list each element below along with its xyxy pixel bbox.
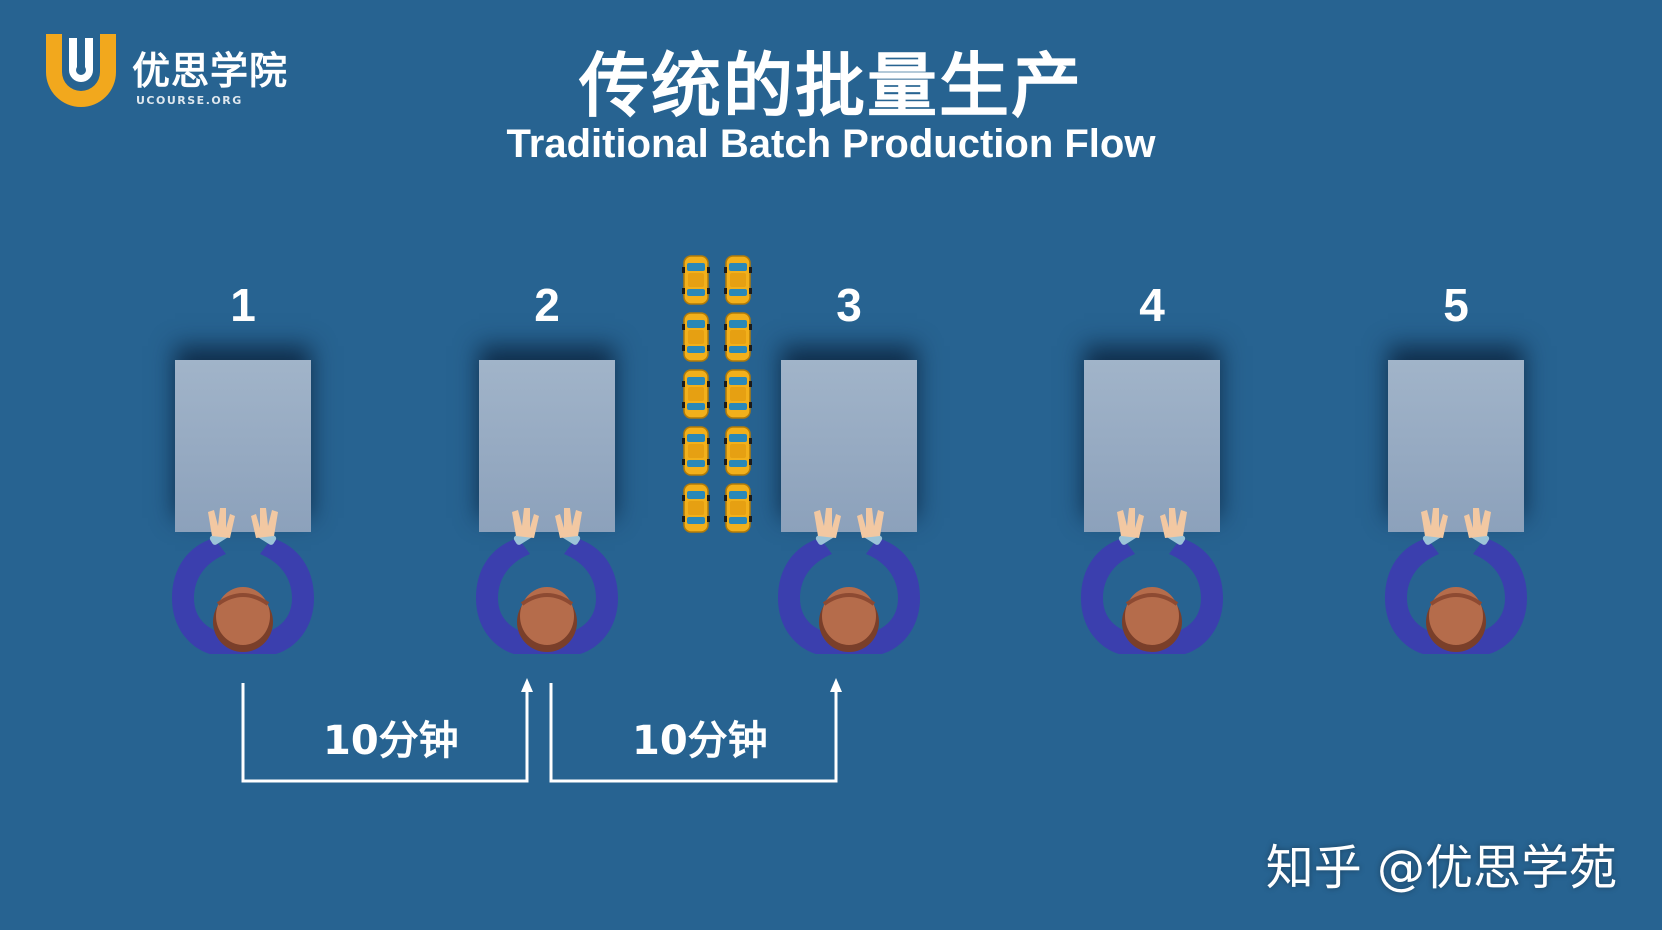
car-icon xyxy=(724,483,752,533)
workbench xyxy=(175,360,311,532)
station-number: 2 xyxy=(534,279,560,331)
logo: 优思学院 UCOURSE.ORG xyxy=(40,30,320,120)
car-icon xyxy=(682,426,710,476)
station-number: 5 xyxy=(1443,279,1469,331)
car-icon xyxy=(724,426,752,476)
logo-name-cn: 优思学院 xyxy=(132,49,289,93)
car-icon xyxy=(724,369,752,419)
workbench xyxy=(479,360,615,532)
car-icon xyxy=(682,483,710,533)
car-icon xyxy=(682,312,710,362)
logo-name-en: UCOURSE.ORG xyxy=(136,94,243,107)
flow-time-label: 10分钟 xyxy=(323,718,459,764)
car-icon xyxy=(682,255,710,305)
station-1: 1 xyxy=(168,278,318,658)
ucourse-logo-icon xyxy=(46,34,116,107)
worker-icon xyxy=(476,508,618,654)
station-number: 1 xyxy=(230,279,256,331)
flow-time-label: 10分钟 xyxy=(632,718,768,764)
car-icon xyxy=(724,312,752,362)
car-icon xyxy=(682,369,710,419)
station-5: 5 xyxy=(1381,278,1531,658)
title-en: Traditional Batch Production Flow xyxy=(506,122,1156,166)
car-icon xyxy=(724,255,752,305)
title-cn: 传统的批量生产 xyxy=(579,45,1083,127)
station-number: 3 xyxy=(836,279,862,331)
station-number: 4 xyxy=(1139,279,1165,331)
workbench xyxy=(1084,360,1220,532)
worker-icon xyxy=(1385,508,1527,654)
wip-buffer xyxy=(682,255,762,535)
watermark: 知乎 @优思学苑 xyxy=(1265,840,1617,896)
workbench xyxy=(1388,360,1524,532)
station-2: 2 xyxy=(472,278,622,658)
worker-icon xyxy=(1081,508,1223,654)
worker-icon xyxy=(778,508,920,654)
arrow-head-icon xyxy=(830,678,842,692)
worker-icon xyxy=(172,508,314,654)
workbench xyxy=(781,360,917,532)
arrow-head-icon xyxy=(521,678,533,692)
station-4: 4 xyxy=(1077,278,1227,658)
station-3: 3 xyxy=(774,278,924,658)
